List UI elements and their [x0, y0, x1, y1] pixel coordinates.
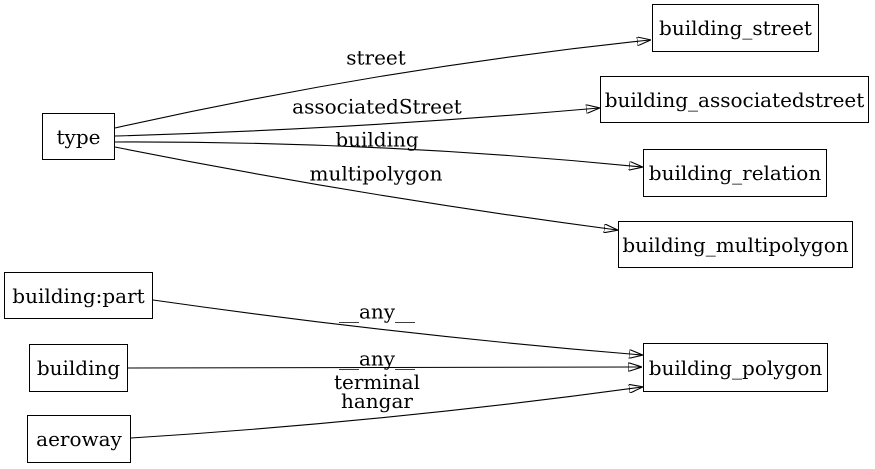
edge-type-to-building-associatedstreet [114, 108, 599, 137]
node-building-multipolygon: building_multipolygon [618, 221, 853, 268]
node-aeroway: aeroway [27, 415, 131, 463]
edge-aeroway-to-building-polygon [130, 387, 642, 439]
edge-type-to-building-street [114, 40, 650, 129]
edge-label-multipolygon: multipolygon [309, 161, 443, 186]
edge-label-associatedstreet: associatedStreet [292, 94, 462, 119]
edge-label-terminal-hangar: terminal hangar [334, 370, 420, 413]
edge-type-to-building-multipolygon [114, 146, 617, 230]
node-building: building [29, 344, 128, 392]
node-type: type [42, 113, 115, 160]
node-building-polygon: building_polygon [643, 343, 828, 392]
edge-building-part-to-building-polygon [152, 299, 642, 355]
edge-label-building: building [335, 127, 419, 152]
node-building-associatedstreet: building_associatedstreet [600, 76, 869, 123]
edge-label-any-building-part: __any__ [338, 299, 416, 324]
edge-label-any-building: __any__ [338, 346, 416, 371]
edge-building-to-building-polygon [127, 367, 641, 368]
node-building-part: building:part [4, 272, 153, 319]
edge-type-to-building-relation [114, 141, 642, 167]
edge-label-street: street [346, 45, 406, 70]
node-building-relation: building_relation [643, 149, 827, 197]
node-building-street: building_street [652, 4, 819, 52]
